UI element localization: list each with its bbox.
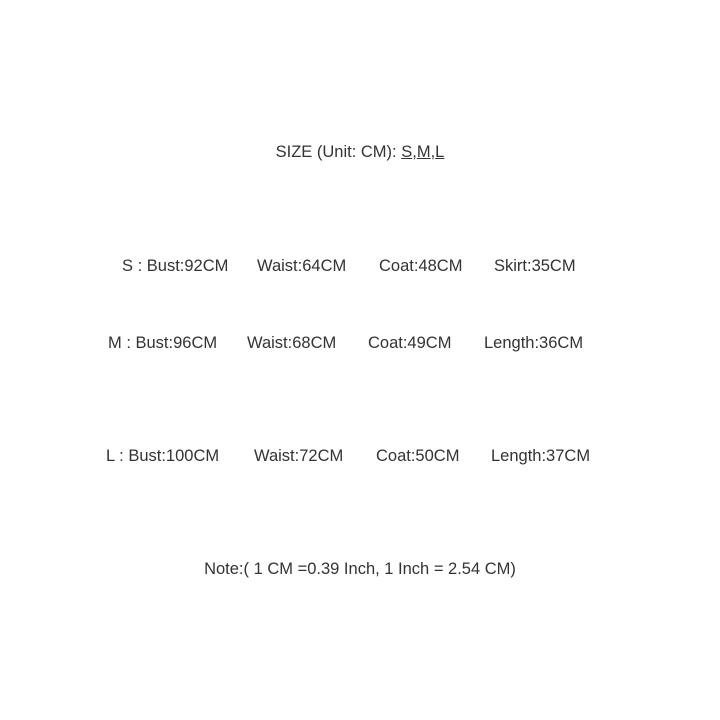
- coat-value: Coat:50CM: [376, 447, 460, 465]
- size-title: SIZE (Unit: CM): S,M,L: [0, 142, 720, 162]
- coat-value: Coat:49CM: [368, 334, 452, 352]
- size-m-link: M: [416, 143, 431, 161]
- length-value: Length:37CM: [491, 447, 591, 465]
- waist-value: Waist:68CM: [247, 334, 337, 352]
- size-l-link: L: [435, 143, 445, 161]
- coat-value: Coat:48CM: [379, 257, 463, 275]
- waist-value: Waist:64CM: [257, 257, 347, 275]
- bust-value: L : Bust:100CM: [106, 447, 220, 465]
- length-value: Length:36CM: [484, 334, 584, 352]
- bust-value: S : Bust:92CM: [122, 257, 229, 275]
- conversion-note: Note:( 1 CM =0.39 Inch, 1 Inch = 2.54 CM…: [204, 560, 516, 578]
- waist-value: Waist:72CM: [254, 447, 344, 465]
- skirt-value: Skirt:35CM: [494, 257, 576, 275]
- size-s-link: S: [401, 143, 413, 161]
- bust-value: M : Bust:96CM: [108, 334, 218, 352]
- size-title-prefix: SIZE (Unit: CM):: [275, 143, 402, 161]
- separator: ,: [412, 143, 417, 161]
- separator: ,: [430, 143, 436, 161]
